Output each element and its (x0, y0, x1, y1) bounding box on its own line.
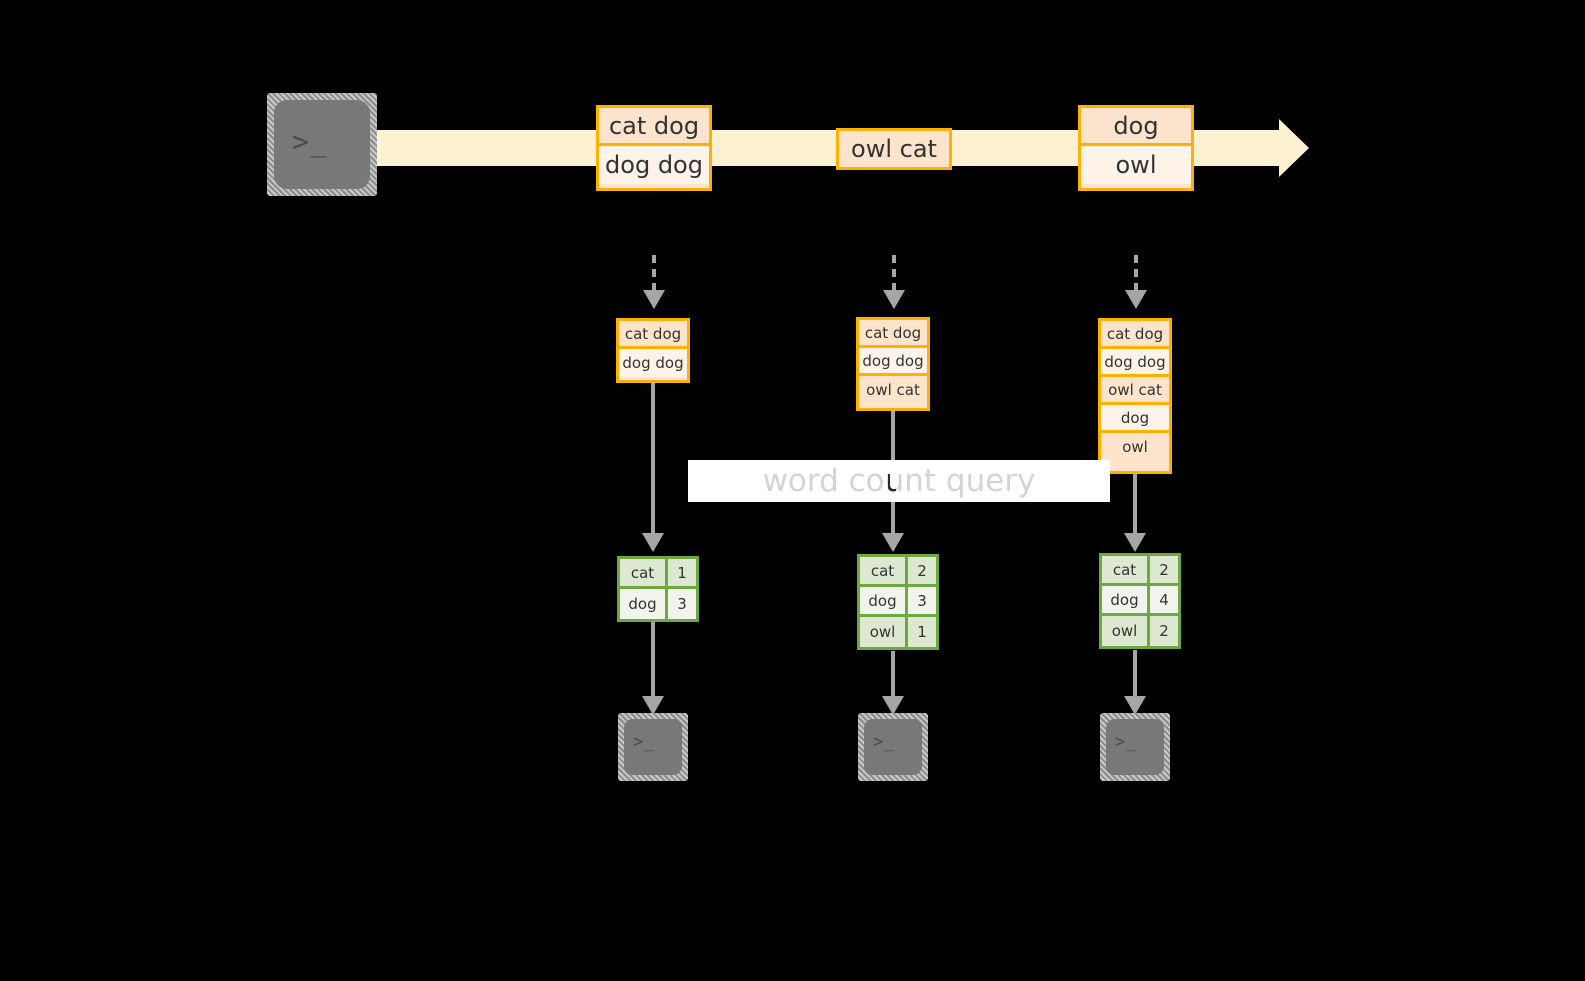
input-record: cat dog (859, 320, 927, 348)
banner-veil-left (688, 460, 888, 502)
snapshot-3-trigger-arrowhead (1125, 290, 1147, 309)
terminal-screen: >_ (274, 100, 370, 189)
table-row: cat 2 (860, 557, 936, 587)
snapshot-3-consumer-terminal-icon[interactable]: >_ (1100, 713, 1170, 781)
stream-record: dog dog (599, 146, 709, 184)
snapshot-1-output-line (651, 622, 655, 698)
producer-terminal-icon[interactable]: >_ (267, 93, 377, 196)
terminal-screen: >_ (864, 719, 922, 775)
snapshot-3-output-arrowhead (1124, 696, 1146, 715)
snapshot-2-query-arrowhead (882, 533, 904, 552)
result-word: owl (860, 617, 908, 647)
result-count: 3 (668, 589, 696, 619)
snapshot-2-output-arrowhead (882, 696, 904, 715)
result-word: cat (860, 557, 908, 584)
snapshot-2-consumer-terminal-icon[interactable]: >_ (858, 713, 928, 781)
snapshot-3-output-line (1133, 650, 1137, 698)
snapshot-2-trigger-line (892, 255, 896, 291)
terminal-screen: >_ (624, 719, 682, 775)
table-row: dog 4 (1102, 586, 1178, 616)
terminal-prompt-text: >_ (873, 732, 896, 752)
stream-group-2: owl cat (836, 128, 952, 170)
result-count: 1 (908, 617, 936, 647)
snapshot-1-trigger-arrowhead (643, 290, 665, 309)
snapshot-1-query-arrowhead (642, 533, 664, 552)
result-word: cat (1102, 556, 1150, 583)
snapshot-2-result-table: cat 2 dog 3 owl 1 (857, 554, 939, 650)
input-record: owl (1101, 433, 1169, 461)
snapshot-3-result-table: cat 2 dog 4 owl 2 (1099, 553, 1181, 649)
snapshot-1-query-line (651, 383, 655, 535)
snapshot-2-input: cat dog dog dog owl cat (856, 317, 930, 411)
table-row: owl 1 (860, 617, 936, 647)
result-count: 2 (908, 557, 936, 584)
snapshot-1-trigger-line (652, 255, 656, 291)
result-count: 2 (1150, 616, 1178, 646)
stream-record: owl cat (839, 131, 949, 167)
table-row: cat 1 (620, 559, 696, 589)
result-word: dog (620, 589, 668, 619)
snapshot-3-trigger-line (1134, 255, 1138, 291)
input-record: dog dog (859, 348, 927, 376)
table-row: cat 2 (1102, 556, 1178, 586)
result-count: 1 (668, 559, 696, 586)
banner-veil-right (896, 460, 1110, 502)
result-count: 4 (1150, 586, 1178, 613)
table-row: dog 3 (860, 587, 936, 617)
snapshot-2-trigger-arrowhead (883, 290, 905, 309)
terminal-prompt-text: >_ (292, 125, 328, 158)
stream-group-1: cat dog dog dog (596, 105, 712, 191)
input-record: dog dog (619, 349, 687, 377)
input-record: owl cat (1101, 377, 1169, 405)
snapshot-3-query-line (1133, 474, 1137, 535)
table-row: dog 3 (620, 589, 696, 619)
input-record: owl cat (859, 376, 927, 404)
result-count: 2 (1150, 556, 1178, 583)
input-record: dog (1101, 405, 1169, 433)
stream-record: dog (1081, 108, 1191, 146)
snapshot-3-input: cat dog dog dog owl cat dog owl (1098, 318, 1172, 474)
snapshot-1-output-arrowhead (642, 696, 664, 715)
input-record: dog dog (1101, 349, 1169, 377)
snapshot-2-output-line (891, 651, 895, 698)
result-word: dog (860, 587, 908, 614)
result-word: cat (620, 559, 668, 586)
result-word: dog (1102, 586, 1150, 613)
snapshot-1-result-table: cat 1 dog 3 (617, 556, 699, 622)
stream-record: cat dog (599, 108, 709, 146)
snapshot-3-query-arrowhead (1124, 533, 1146, 552)
terminal-prompt-text: >_ (1115, 732, 1138, 752)
stream-group-3: dog owl (1078, 105, 1194, 191)
terminal-screen: >_ (1106, 719, 1164, 775)
input-record: cat dog (1101, 321, 1169, 349)
table-row: owl 2 (1102, 616, 1178, 646)
terminal-prompt-text: >_ (633, 732, 656, 752)
result-count: 3 (908, 587, 936, 614)
result-word: owl (1102, 616, 1150, 646)
stream-arrow-head (1279, 119, 1309, 177)
input-record: cat dog (619, 321, 687, 349)
stream-record: owl (1081, 146, 1191, 184)
snapshot-1-consumer-terminal-icon[interactable]: >_ (618, 713, 688, 781)
snapshot-1-input: cat dog dog dog (616, 318, 690, 383)
